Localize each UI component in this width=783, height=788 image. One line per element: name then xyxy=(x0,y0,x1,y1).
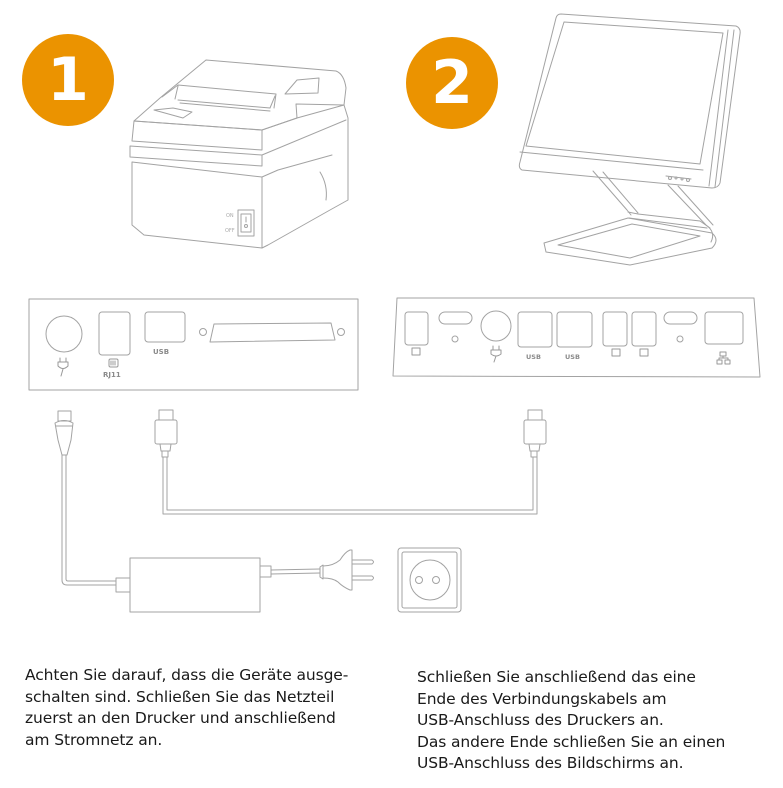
printer-usb-port xyxy=(144,311,186,343)
caption-line: Das andere Ende schließen Sie an einen xyxy=(417,732,726,751)
monitor-power-port xyxy=(480,310,512,342)
caption-line: USB-Anschluss des Druckers an. xyxy=(417,711,664,729)
wall-socket xyxy=(397,547,462,613)
step-1-badge: 1 xyxy=(22,34,114,126)
step-2-number: 2 xyxy=(431,48,473,118)
monitor-lan-port xyxy=(704,311,744,345)
printer-rj11-port xyxy=(98,311,131,356)
monitor-usb-port-1 xyxy=(517,311,553,348)
printer-serial-port xyxy=(209,322,336,343)
caption-line: Ende des Verbindungskabels am xyxy=(417,689,667,708)
printer-usb-label: USB xyxy=(153,348,169,356)
step-1-caption: Achten Sie darauf, dass die Geräte ausge… xyxy=(25,665,395,751)
step-1-number: 1 xyxy=(47,45,89,115)
caption-line: Schließen Sie anschließend das eine xyxy=(417,668,696,686)
printer-port-panel xyxy=(28,298,359,391)
caption-line: am Stromnetz an. xyxy=(25,730,163,749)
power-adapter xyxy=(115,549,374,613)
printer-power-port xyxy=(45,315,83,353)
caption-line: Achten Sie darauf, dass die Geräte ausge… xyxy=(25,666,349,684)
power-cable xyxy=(54,410,117,586)
switch-off-label: OFF xyxy=(225,228,235,234)
monitor-usb-port-2 xyxy=(556,311,593,348)
step-2-badge: 2 xyxy=(406,37,498,129)
setup-illustration: ON OFF xyxy=(28,13,761,613)
caption-line: zuerst an den Drucker und anschließend xyxy=(25,709,336,727)
monitor-illustration xyxy=(518,13,741,266)
monitor-usb-label-1: USB xyxy=(526,353,541,361)
usb-cable xyxy=(154,409,547,515)
caption-line: schalten sind. Schließen Sie das Netztei… xyxy=(25,687,335,706)
monitor-usb-label-2: USB xyxy=(565,353,580,361)
printer-illustration xyxy=(129,59,349,249)
switch-on-label: ON xyxy=(226,213,234,219)
printer-rj11-label: RJ11 xyxy=(103,371,121,379)
monitor-port-panel xyxy=(392,297,761,378)
caption-line: USB-Anschluss des Bildschirms an. xyxy=(417,754,684,772)
step-2-caption: Schließen Sie anschließend das eine Ende… xyxy=(417,667,777,775)
